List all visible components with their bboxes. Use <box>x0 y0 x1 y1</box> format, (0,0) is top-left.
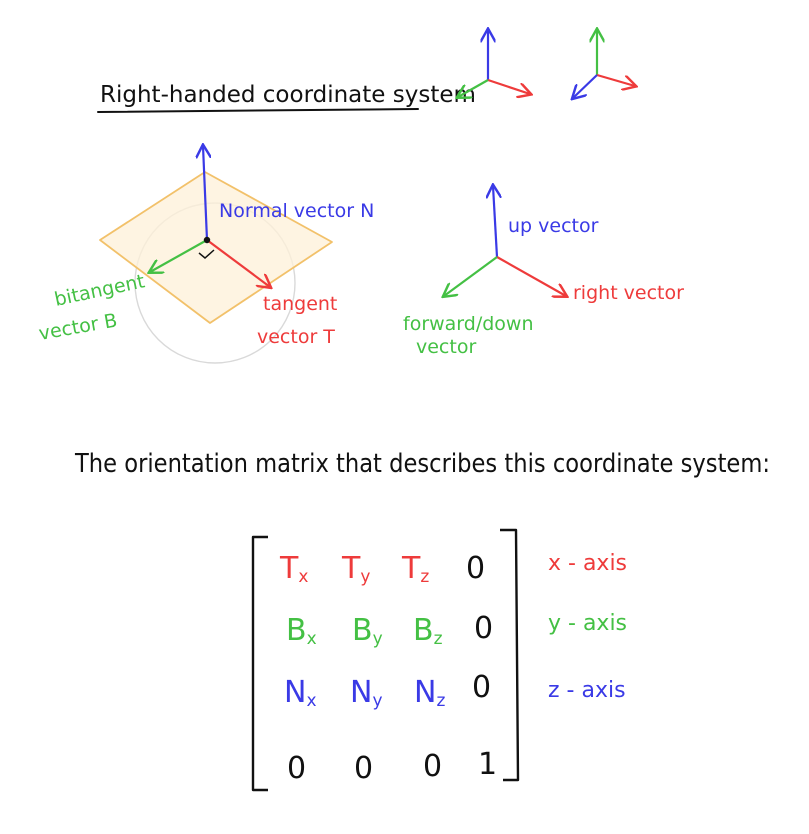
page-title: Right-handed coordinate system <box>100 82 476 108</box>
matrix-left-bracket <box>251 535 268 792</box>
up-label: up vector <box>508 215 599 237</box>
bitangent-label-line2: vector B <box>37 309 119 344</box>
matrix-cell: 0 <box>474 611 493 646</box>
matrix-cell: 0 <box>423 749 442 784</box>
normal-arrow <box>203 146 207 241</box>
axis-icon-1 <box>458 30 530 97</box>
icon2-right-arrow <box>596 73 635 86</box>
bitangent-label-line1: bitangent <box>52 270 146 311</box>
matrix-cell: Ty <box>341 551 370 587</box>
origin-dot <box>203 236 211 244</box>
camera-axes-figure <box>444 186 566 296</box>
matrix-cell: 0 <box>287 751 306 786</box>
icon1-left-arrow <box>458 79 489 97</box>
bitangent-arrow <box>150 239 208 272</box>
right-arrow <box>496 256 566 296</box>
matrix-cell: 0 <box>466 551 485 586</box>
forward-label-line1: forward/down <box>403 313 534 335</box>
forward-arrow <box>444 256 498 296</box>
forward-label-line2: vector <box>416 336 476 358</box>
right-angle-mark <box>198 249 215 259</box>
right-label: right vector <box>573 282 684 304</box>
icon2-left-arrow <box>573 74 598 98</box>
z-axis-label: z - axis <box>548 678 626 703</box>
matrix-cell: 1 <box>478 747 497 782</box>
axis-icon-2 <box>573 30 635 98</box>
title-underline <box>97 108 419 113</box>
tangent-arrow <box>206 239 270 287</box>
y-axis-label: y - axis <box>548 611 627 636</box>
matrix-cell: Tz <box>401 551 429 587</box>
matrix-cell: By <box>352 613 383 649</box>
tangent-plane-figure <box>99 146 333 364</box>
matrix-cell: Ny <box>350 675 383 711</box>
matrix-cell: Bx <box>286 613 317 649</box>
matrix-right-bracket <box>500 528 520 782</box>
matrix-cell: 0 <box>354 751 373 786</box>
matrix-cell: 0 <box>472 670 491 705</box>
matrix: Tx Ty Tz 0 Bx By Bz 0 Nx Ny Nz 0 0 0 0 1 <box>279 551 497 786</box>
x-axis-label: x - axis <box>548 551 627 576</box>
icon1-right-arrow <box>487 78 530 94</box>
up-arrow <box>493 186 497 258</box>
matrix-cell: Nx <box>284 675 317 711</box>
normal-label: Normal vector N <box>219 200 374 222</box>
orientation-sentence: The orientation matrix that describes th… <box>74 449 770 479</box>
matrix-cell: Nz <box>414 675 445 711</box>
tangent-label-line2: vector T <box>257 326 335 348</box>
matrix-cell: Bz <box>413 613 443 649</box>
matrix-cell: Tx <box>279 551 308 587</box>
tangent-label-line1: tangent <box>263 293 337 315</box>
